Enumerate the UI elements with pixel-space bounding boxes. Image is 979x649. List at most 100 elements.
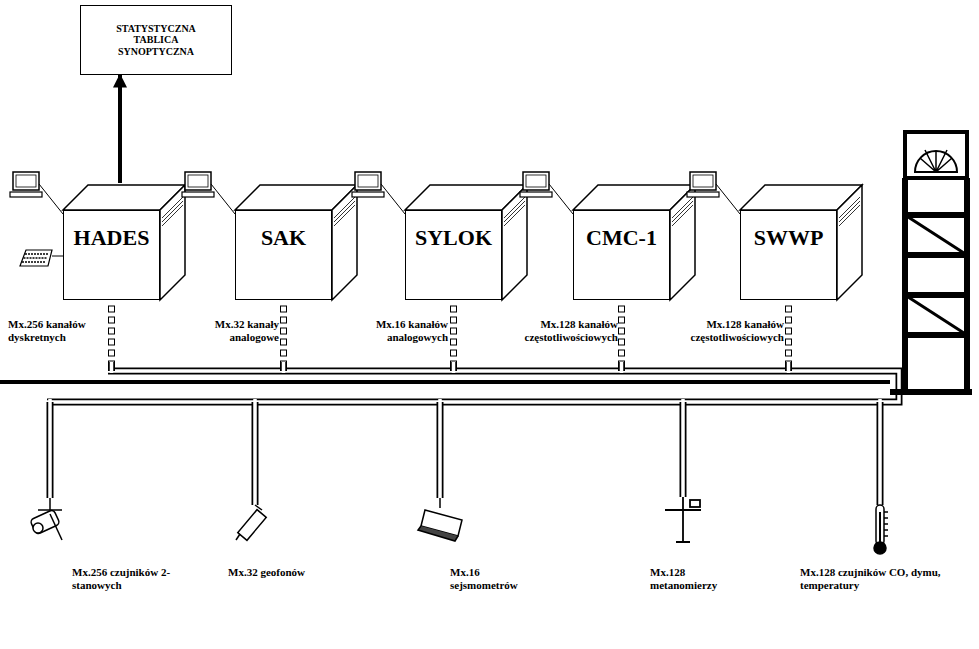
seismometer-icon	[418, 498, 462, 541]
display-board-box: STATYSTYCZNA TABLICA SYNOPTYCZNA	[80, 5, 232, 75]
drop-outline	[50, 402, 880, 505]
control-unit-box: SAK	[235, 210, 332, 300]
main-cable	[0, 380, 890, 384]
cube-stripe	[334, 205, 355, 226]
control-unit-box: CMC-1	[573, 210, 670, 300]
cable-drop-inner	[110, 362, 114, 373]
count-text: Mx.128 kanałów częstotliwościowych	[525, 318, 618, 343]
cube-side	[502, 185, 527, 300]
channel-count: Mx.256 kanałów dyskretnych	[8, 318, 102, 343]
unit-name: SYLOK	[415, 225, 492, 250]
cube-stripe	[334, 201, 355, 222]
sensor-count: Mx.128 czujników CO, dymu, temperatury	[800, 566, 950, 591]
cable-link	[786, 328, 792, 334]
data-flow-arrow	[118, 75, 122, 183]
shaft-headframe	[890, 132, 972, 392]
count-text: Mx.16 sejsmometrów	[450, 566, 518, 591]
cable-link	[109, 317, 115, 323]
unit-name: SWWP	[754, 225, 824, 250]
cube-stripe	[504, 205, 525, 226]
cube-stripe	[162, 197, 183, 218]
bus-outline	[47, 371, 899, 402]
cable-link	[451, 317, 457, 323]
computer-icon	[182, 172, 235, 214]
count-text: Mx.32 kanały analogowe	[215, 318, 279, 343]
sensor-count: Mx.16 sejsmometrów	[450, 566, 550, 591]
geophone-icon	[236, 505, 266, 540]
keyboard-icon	[20, 250, 63, 266]
computer-icon	[687, 172, 740, 214]
sensor-count: Mx.128 metanomierzy	[650, 566, 750, 591]
channel-count: Mx.32 kanały analogowe	[184, 318, 279, 343]
cable-drop-inner	[452, 362, 456, 373]
unit-name: CMC-1	[586, 225, 657, 250]
count-text: Mx.128 metanomierzy	[650, 566, 717, 591]
channel-count: Mx.128 kanałów częstotliwościowych	[498, 318, 618, 343]
cable-link	[619, 306, 625, 312]
sensor-count: Mx.32 geofonów	[228, 566, 308, 579]
cube-side	[160, 185, 185, 300]
cable-link	[619, 339, 625, 345]
cube-stripe	[334, 197, 355, 218]
cube-stripe	[839, 205, 860, 226]
cube-stripe	[504, 197, 525, 218]
cable-link	[281, 306, 287, 312]
count-text: Mx.256 czujników 2-stanowych	[72, 566, 170, 591]
cable-link	[451, 339, 457, 345]
control-unit-box: SWWP	[740, 210, 837, 300]
board-title: STATYSTYCZNA TABLICA SYNOPTYCZNA	[106, 23, 206, 58]
cable-link	[451, 306, 457, 312]
count-text: Mx.128 czujników CO, dymu, temperatury	[800, 566, 941, 591]
computer-icon	[10, 172, 63, 214]
cable-link	[619, 350, 625, 356]
count-text: Mx.16 kanałów analogowych	[376, 318, 448, 343]
cube-stripe	[839, 201, 860, 222]
cable-link	[281, 350, 287, 356]
channel-count: Mx.128 kanałów częstotliwościowych	[664, 318, 784, 343]
cable-link	[786, 350, 792, 356]
thermometer-icon	[874, 505, 888, 554]
cable-link	[786, 306, 792, 312]
cable-link	[281, 328, 287, 334]
cable-link	[786, 317, 792, 323]
cube-side	[670, 185, 695, 300]
two-state-sensor	[30, 498, 62, 540]
unit-name: HADES	[74, 225, 150, 250]
cube-stripe	[162, 205, 183, 226]
cable-link	[619, 317, 625, 323]
methane-meter-icon	[665, 497, 701, 542]
cable-drop-inner	[620, 362, 624, 373]
cable-link	[281, 339, 287, 345]
cube-stripe	[672, 197, 693, 218]
cable-link	[619, 328, 625, 334]
cable-link	[451, 350, 457, 356]
cable-link	[451, 328, 457, 334]
units-art	[10, 172, 862, 373]
cube-stripe	[839, 197, 860, 218]
count-text: Mx.256 kanałów dyskretnych	[8, 318, 86, 343]
cube-stripe	[504, 201, 525, 222]
cable-link	[109, 328, 115, 334]
cube-side	[332, 185, 357, 300]
computer-icon	[352, 172, 405, 214]
cable-link	[281, 317, 287, 323]
channel-count: Mx.16 kanałów analogowych	[352, 318, 448, 343]
unit-name: SAK	[261, 225, 306, 250]
count-text: Mx.128 kanałów częstotliwościowych	[691, 318, 784, 343]
cube-stripe	[672, 205, 693, 226]
control-unit-box: HADES	[63, 210, 160, 300]
cable-link	[109, 306, 115, 312]
bus-inner	[47, 371, 899, 402]
cube-stripe	[162, 201, 183, 222]
cube-stripe	[672, 201, 693, 222]
cable-drop-inner	[282, 362, 286, 373]
cable-link	[109, 350, 115, 356]
cable-link	[786, 339, 792, 345]
sensor-count: Mx.256 czujników 2-stanowych	[72, 566, 172, 591]
cable-drop-inner	[787, 362, 791, 373]
control-unit-box: SYLOK	[405, 210, 502, 300]
drop-inner	[50, 399, 880, 505]
cube-side	[837, 185, 862, 300]
